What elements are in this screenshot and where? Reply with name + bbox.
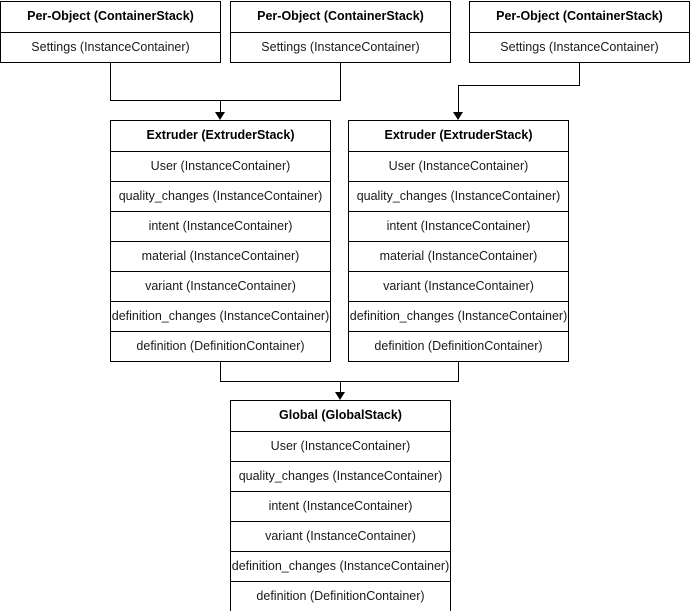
node-header: Per-Object (ContainerStack) [496,9,663,23]
node-row: intent (InstanceContainer) [231,491,450,521]
connector-extruder-1-stub [220,360,221,382]
node-row: material (InstanceContainer) [111,241,330,271]
node-row: definition_changes (InstanceContainer) [231,551,450,581]
node-row: variant (InstanceContainer) [349,271,568,301]
node-row: definition (DefinitionContainer) [111,331,330,361]
connector-merge-bar-extruder-1 [110,100,341,101]
node-global[interactable]: Global (GlobalStack) User (InstanceConta… [230,400,451,611]
connector-drop-extruder-2 [458,85,459,114]
connector-drop-global [340,381,341,394]
connector-bar-extruder-2 [458,85,580,86]
connector-per-object-3-stub [579,61,580,86]
node-row: quality_changes (InstanceContainer) [349,181,568,211]
node-extruder-1[interactable]: Extruder (ExtruderStack) User (InstanceC… [110,120,331,362]
connector-per-object-2-stub [340,61,341,101]
node-row: definition (DefinitionContainer) [349,331,568,361]
connector-merge-bar-global [220,381,459,382]
arrowhead-global [335,392,345,400]
node-row: definition (DefinitionContainer) [231,581,450,611]
node-header: Per-Object (ContainerStack) [27,9,194,23]
node-row: variant (InstanceContainer) [111,271,330,301]
node-header: Extruder (ExtruderStack) [146,128,295,142]
node-row: quality_changes (InstanceContainer) [111,181,330,211]
arrowhead-extruder-1 [215,112,225,120]
node-row: variant (InstanceContainer) [231,521,450,551]
node-row: User (InstanceContainer) [349,151,568,181]
node-per-object-1[interactable]: Per-Object (ContainerStack) Settings (In… [0,1,221,63]
node-per-object-2[interactable]: Per-Object (ContainerStack) Settings (In… [230,1,451,63]
node-row: Settings (InstanceContainer) [1,32,220,62]
node-header: Global (GlobalStack) [279,408,402,422]
node-row: User (InstanceContainer) [111,151,330,181]
connector-per-object-1-stub [110,61,111,101]
node-header: Per-Object (ContainerStack) [257,9,424,23]
node-row: intent (InstanceContainer) [111,211,330,241]
node-row: Settings (InstanceContainer) [231,32,450,62]
connector-drop-extruder-1 [220,100,221,114]
connector-extruder-2-stub [458,360,459,382]
node-per-object-3[interactable]: Per-Object (ContainerStack) Settings (In… [469,1,690,63]
node-row: definition_changes (InstanceContainer) [111,301,330,331]
node-header: Extruder (ExtruderStack) [384,128,533,142]
node-row: quality_changes (InstanceContainer) [231,461,450,491]
node-row: definition_changes (InstanceContainer) [349,301,568,331]
node-row: material (InstanceContainer) [349,241,568,271]
arrowhead-extruder-2 [453,112,463,120]
node-extruder-2[interactable]: Extruder (ExtruderStack) User (InstanceC… [348,120,569,362]
node-row: Settings (InstanceContainer) [470,32,689,62]
node-row: User (InstanceContainer) [231,431,450,461]
node-row: intent (InstanceContainer) [349,211,568,241]
